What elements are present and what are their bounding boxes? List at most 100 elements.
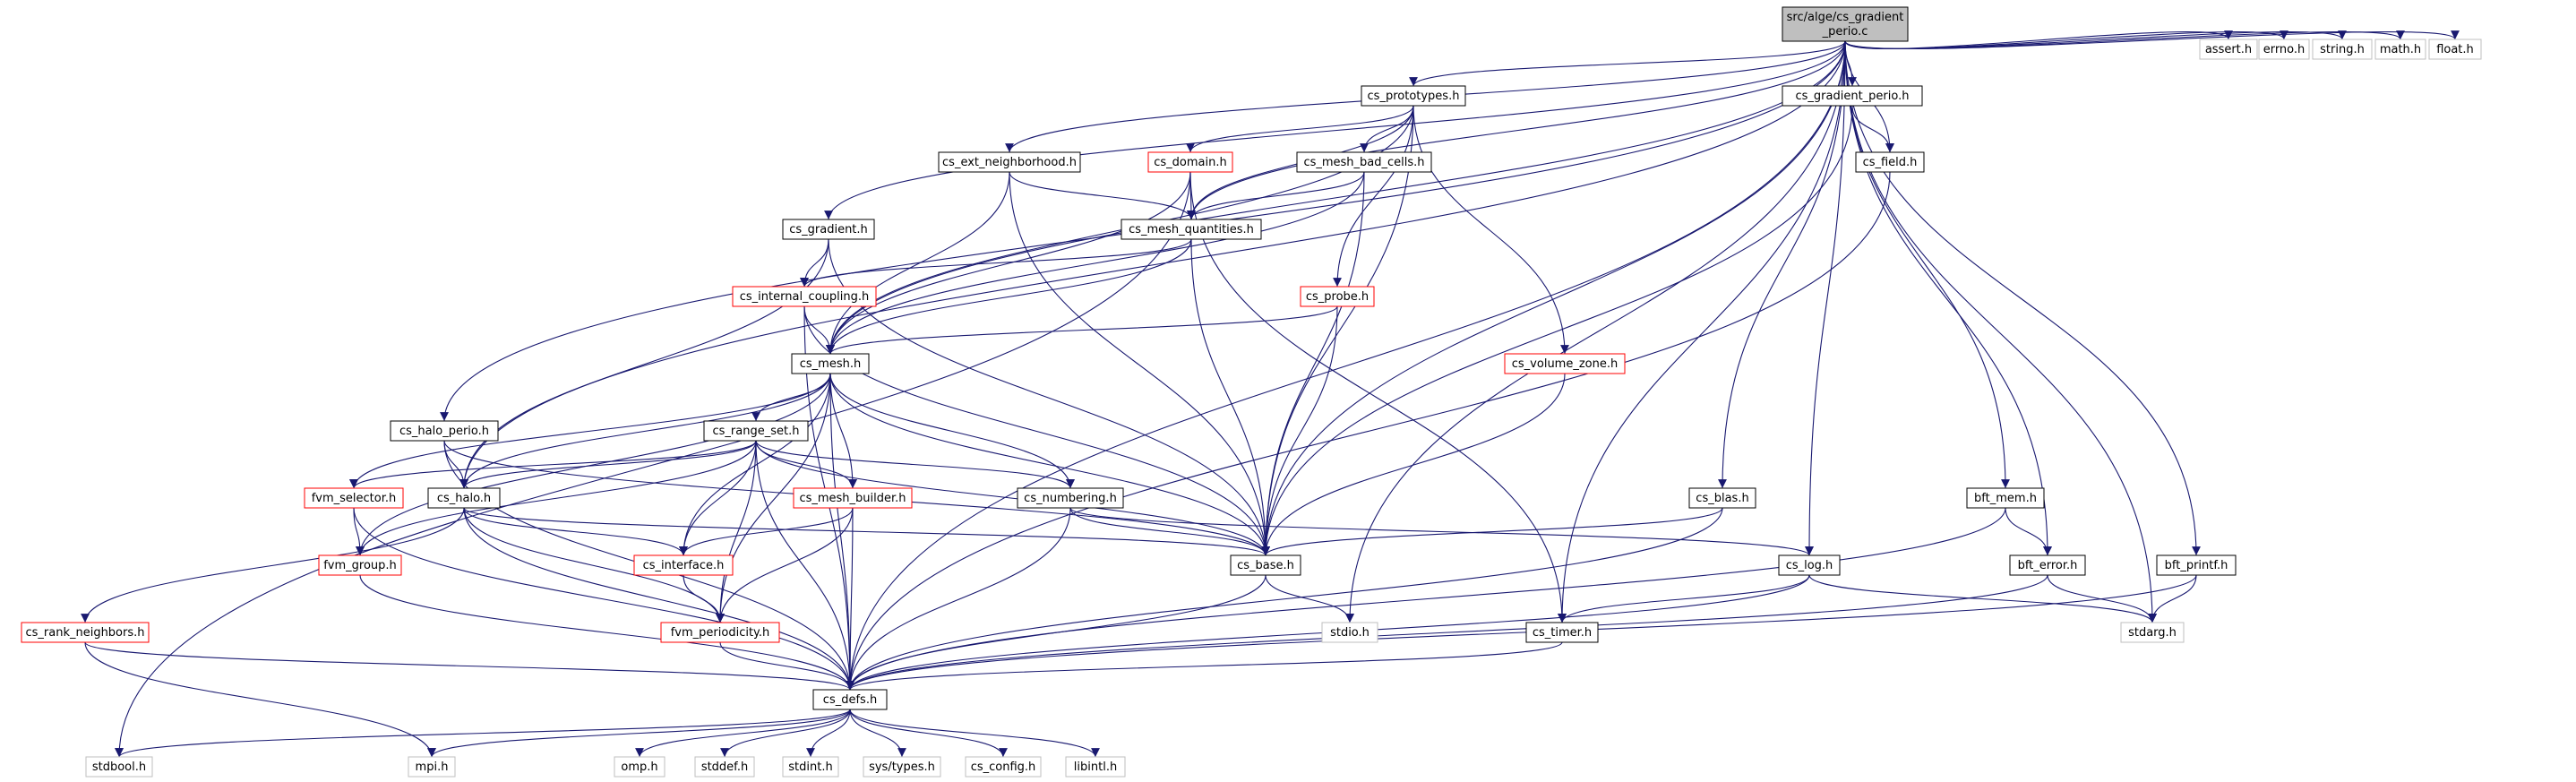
- node-cs-halo-perio-h[interactable]: cs_halo_perio.h: [390, 420, 499, 442]
- node-cs-field-h[interactable]: cs_field.h: [1855, 151, 1925, 173]
- edge-root-to-cs_timer_h: [1558, 40, 1846, 623]
- node-bft-printf-h[interactable]: bft_printf.h: [2156, 554, 2237, 576]
- node-cs-ext-neighborhood-h[interactable]: cs_ext_neighborhood.h: [938, 151, 1081, 173]
- node-cs-range-set-h[interactable]: cs_range_set.h: [703, 420, 809, 442]
- node-box: [1504, 353, 1626, 374]
- edge-cs_prototypes_h-to-cs_domain_h: [1186, 105, 1414, 153]
- edge-cs_defs_h-to-stdbool_h: [115, 709, 851, 758]
- node-cs-gradient-h[interactable]: cs_gradient.h: [782, 219, 875, 240]
- node-cs-defs-h[interactable]: cs_defs.h: [812, 689, 888, 710]
- edge-cs_halo_h-to-cs_interface_h: [463, 507, 688, 556]
- node-cs-mesh-h[interactable]: cs_mesh.h: [791, 353, 870, 374]
- node-label: cs_interface.h: [643, 559, 725, 572]
- node-cs-volume-zone-h[interactable]: cs_volume_zone.h: [1504, 353, 1626, 374]
- edge-cs_prototypes_h-to-cs_base_h: [1261, 105, 1414, 556]
- node-label: cs_probe.h: [1306, 290, 1369, 304]
- node-cs-numbering-h[interactable]: cs_numbering.h: [1017, 487, 1124, 509]
- edge-cs_probe_h-to-cs_base_h: [1261, 305, 1338, 556]
- edge-cs_mesh_h-to-fvm_group_h: [356, 373, 831, 556]
- node-box: [1230, 554, 1301, 576]
- edge-root-to-cs_gradient_h: [824, 40, 1846, 220]
- node-label: cs_volume_zone.h: [1512, 357, 1618, 371]
- edge-cs_range_set_h-to-cs_interface_h: [679, 440, 757, 556]
- edge-fvm_selector_h-to-cs_defs_h: [353, 507, 854, 691]
- node-cs-domain-h[interactable]: cs_domain.h: [1147, 151, 1233, 173]
- node-cs-internal-coupling-h[interactable]: cs_internal_coupling.h: [732, 286, 877, 307]
- node-bft-error-h[interactable]: bft_error.h: [2009, 554, 2086, 576]
- node-fvm-selector-h[interactable]: fvm_selector.h: [304, 487, 404, 509]
- edge-cs_timer_h-to-cs_defs_h: [846, 641, 1563, 691]
- edge-cs_ext_neighborhood_h-to-cs_mesh_quantities_h: [1009, 171, 1196, 220]
- node-bft-mem-h[interactable]: bft_mem.h: [1966, 487, 2045, 509]
- edge-cs_prototypes_h-to-cs_volume_zone_h: [1413, 105, 1569, 355]
- edge-root-to-cs_log_h: [1805, 40, 1846, 556]
- node-label: sys/types.h: [869, 761, 935, 774]
- node-errno-h[interactable]: errno.h: [2258, 39, 2310, 60]
- edge-cs_defs_h-to-omp_h: [635, 709, 851, 758]
- node-cs-rank-neighbors-h[interactable]: cs_rank_neighbors.h: [21, 622, 150, 643]
- node-cs-log-h[interactable]: cs_log.h: [1778, 554, 1841, 576]
- node-cs-mesh-quantities-h[interactable]: cs_mesh_quantities.h: [1121, 219, 1262, 240]
- node-cs-timer-h[interactable]: cs_timer.h: [1525, 622, 1599, 643]
- edge-cs_numbering_h-to-cs_defs_h: [846, 507, 1071, 691]
- edge-root-to-cs_mesh_quantities_h: [1187, 40, 1846, 220]
- node-stdarg-h[interactable]: stdarg.h: [2120, 622, 2185, 643]
- edge-cs_range_set_h-to-cs_base_h: [755, 440, 1270, 556]
- node-stdio-h[interactable]: stdio.h: [1321, 622, 1378, 643]
- node-cs-interface-h[interactable]: cs_interface.h: [633, 554, 734, 576]
- node-cs-halo-h[interactable]: cs_halo.h: [427, 487, 501, 509]
- node-fvm-periodicity-h[interactable]: fvm_periodicity.h: [660, 622, 780, 643]
- node-root[interactable]: src/alge/cs_gradient_perio.c: [1782, 6, 1909, 42]
- node-label: stdio.h: [1330, 626, 1370, 640]
- node-string-h[interactable]: string.h: [2312, 39, 2373, 60]
- edge-root-to-cs_blas_h: [1718, 40, 1846, 489]
- node-label: cs_timer.h: [1533, 626, 1592, 640]
- node-cs-blas-h[interactable]: cs_blas.h: [1688, 487, 1756, 509]
- node-cs-mesh-bad-cells-h[interactable]: cs_mesh_bad_cells.h: [1296, 151, 1432, 173]
- node-box: [1065, 756, 1126, 778]
- node-cs-gradient-perio-h[interactable]: cs_gradient_perio.h: [1782, 85, 1923, 107]
- node-label: _perio.c: [1822, 25, 1868, 39]
- node-sys-types-h[interactable]: sys/types.h: [863, 756, 941, 778]
- node-box: [1017, 487, 1124, 509]
- node-fvm-group-h[interactable]: fvm_group.h: [318, 554, 402, 576]
- node-mpi-h[interactable]: mpi.h: [408, 756, 456, 778]
- edge-bft_error_h-to-cs_defs_h: [846, 574, 2048, 691]
- edge-cs_mesh_quantities_h-to-cs_mesh_h: [826, 238, 1192, 355]
- edge-cs_rank_neighbors_h-to-cs_defs_h: [84, 641, 854, 691]
- node-assert-h[interactable]: assert.h: [2199, 39, 2258, 60]
- edge-root-to-bft_printf_h: [1844, 40, 2201, 556]
- node-label: cs_gradient_perio.h: [1796, 90, 1910, 103]
- node-box: [782, 756, 839, 778]
- node-cs-prototypes-h[interactable]: cs_prototypes.h: [1361, 85, 1466, 107]
- node-cs-config-h[interactable]: cs_config.h: [965, 756, 1042, 778]
- node-cs-base-h[interactable]: cs_base.h: [1230, 554, 1301, 576]
- node-box: [732, 286, 877, 307]
- node-label: errno.h: [2263, 43, 2306, 56]
- node-label: stddef.h: [701, 761, 748, 774]
- node-stddef-h[interactable]: stddef.h: [694, 756, 755, 778]
- node-math-h[interactable]: math.h: [2374, 39, 2426, 60]
- node-box: [2120, 622, 2185, 643]
- edge-cs_internal_coupling_h-to-cs_mesh_h: [803, 305, 835, 355]
- node-float-h[interactable]: float.h: [2428, 39, 2482, 60]
- node-box: [2009, 554, 2086, 576]
- node-omp-h[interactable]: omp.h: [614, 756, 665, 778]
- node-box: [633, 554, 734, 576]
- edge-cs_defs_h-to-stdint_h: [806, 709, 851, 758]
- node-label: fvm_group.h: [323, 559, 397, 572]
- node-cs-probe-h[interactable]: cs_probe.h: [1300, 286, 1375, 307]
- node-stdint-h[interactable]: stdint.h: [782, 756, 839, 778]
- node-box: [1525, 622, 1599, 643]
- edge-cs_gradient_perio_h-to-cs_field_h: [1851, 105, 1894, 153]
- node-box: [1296, 151, 1432, 173]
- node-label: cs_mesh_builder.h: [799, 492, 906, 505]
- node-libintl-h[interactable]: libintl.h: [1065, 756, 1126, 778]
- node-stdbool-h[interactable]: stdbool.h: [85, 756, 153, 778]
- node-box: [318, 554, 402, 576]
- node-cs-mesh-builder-h[interactable]: cs_mesh_builder.h: [793, 487, 913, 509]
- node-box: [793, 487, 913, 509]
- node-label: bft_printf.h: [2165, 559, 2228, 572]
- node-box: [1300, 286, 1375, 307]
